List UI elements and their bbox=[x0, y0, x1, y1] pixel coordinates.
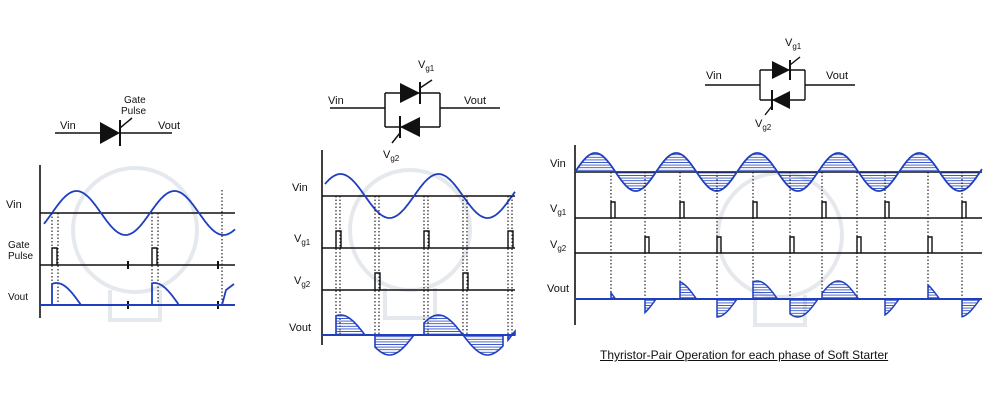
vg2-pulse bbox=[927, 236, 933, 253]
vg2-pulse bbox=[716, 236, 722, 253]
vout-conduction-segment bbox=[423, 314, 465, 336]
vin-hatch-area bbox=[858, 172, 899, 191]
vout-conduction-segment bbox=[335, 314, 367, 336]
vout-conduction-segment bbox=[644, 298, 658, 315]
single-thyristor-symbol bbox=[55, 117, 172, 146]
vout-terminal-label: Vout bbox=[158, 120, 180, 132]
vg1-pulse bbox=[961, 201, 967, 218]
vin-hatch-area bbox=[615, 172, 656, 191]
vout-conduction-segment bbox=[789, 298, 820, 318]
p3-vout-terminal-label: Vout bbox=[826, 70, 848, 82]
vg1-pulse bbox=[610, 201, 616, 218]
p2-vin-terminal-label: Vin bbox=[328, 95, 344, 107]
anti-parallel-thyristor-symbol bbox=[330, 79, 500, 144]
gate-label: Gate bbox=[124, 95, 146, 106]
p3-vg2-label: Vg2 bbox=[755, 118, 772, 132]
vin-hatch-area bbox=[575, 153, 616, 172]
panel1-axes bbox=[39, 165, 235, 318]
vin-hatch-area bbox=[777, 172, 818, 191]
p2-vg1-label: Vg1 bbox=[418, 59, 435, 73]
vout-conduction-segment bbox=[679, 280, 698, 300]
panel1-waveforms bbox=[40, 190, 236, 309]
p3-trace-vg2-label: Vg2 bbox=[550, 239, 567, 253]
vin-hatch-area bbox=[899, 153, 940, 172]
trace-gate-label: Gate bbox=[8, 240, 30, 251]
p3-trace-vin-label: Vin bbox=[550, 158, 566, 170]
p2-trace-vg1-label: Vg1 bbox=[294, 233, 311, 247]
p2-trace-vg2-label: Vg2 bbox=[294, 275, 311, 289]
vout-segment bbox=[151, 282, 179, 305]
vout-segment bbox=[221, 283, 235, 306]
vout-conduction-segment bbox=[752, 280, 779, 300]
p2-vg2-label: Vg2 bbox=[383, 149, 400, 163]
vin-hatch-area bbox=[939, 172, 980, 191]
panel2-waveforms bbox=[322, 173, 516, 356]
gate-pulse bbox=[51, 247, 58, 265]
pulse-label: Pulse bbox=[121, 106, 146, 117]
p3-trace-vg1-label: Vg1 bbox=[550, 203, 567, 217]
figure-caption: Thyristor-Pair Operation for each phase … bbox=[600, 348, 889, 362]
vg2-pulse bbox=[644, 236, 650, 253]
trace-vout-label: Vout bbox=[8, 292, 28, 303]
vin-hatch-area bbox=[656, 153, 697, 172]
vout-conduction-segment bbox=[821, 280, 860, 300]
gate-pulse bbox=[151, 247, 158, 265]
p3-trace-vout-label: Vout bbox=[547, 283, 569, 295]
vout-conduction-segment bbox=[374, 334, 416, 356]
vout-conduction-segment bbox=[716, 298, 739, 318]
vin-hatch-area bbox=[818, 153, 859, 172]
vg2-pulse bbox=[789, 236, 795, 253]
vin-hatch-area bbox=[696, 172, 737, 191]
vout-conduction-segment bbox=[884, 298, 901, 317]
vg1-pulse bbox=[821, 201, 827, 218]
vg2-pulse bbox=[856, 236, 862, 253]
vin-sine-wave bbox=[43, 190, 236, 236]
panel3-waveforms bbox=[574, 152, 983, 318]
p2-trace-vin-label: Vin bbox=[292, 182, 308, 194]
trace-pulse-label: Pulse bbox=[8, 251, 33, 262]
vin-terminal-label: Vin bbox=[60, 120, 76, 132]
p3-vin-terminal-label: Vin bbox=[706, 70, 722, 82]
vout-conduction-segment bbox=[927, 283, 941, 300]
vg1-pulse bbox=[752, 201, 758, 218]
vg1-pulse bbox=[884, 201, 890, 218]
vin-sine-wave bbox=[324, 173, 516, 219]
vin-hatch-area bbox=[737, 153, 778, 172]
p3-anti-parallel-thyristor-symbol bbox=[705, 56, 855, 116]
trace-vin-label: Vin bbox=[6, 199, 22, 211]
p3-vg1-label: Vg1 bbox=[785, 37, 802, 51]
p2-trace-vout-label: Vout bbox=[289, 322, 311, 334]
vout-conduction-segment bbox=[961, 298, 982, 318]
vg1-pulse bbox=[679, 201, 685, 218]
p2-vout-terminal-label: Vout bbox=[464, 95, 486, 107]
vin-sine-wave bbox=[574, 152, 983, 192]
vout-segment bbox=[51, 282, 88, 306]
vout-conduction-segment bbox=[461, 334, 504, 356]
